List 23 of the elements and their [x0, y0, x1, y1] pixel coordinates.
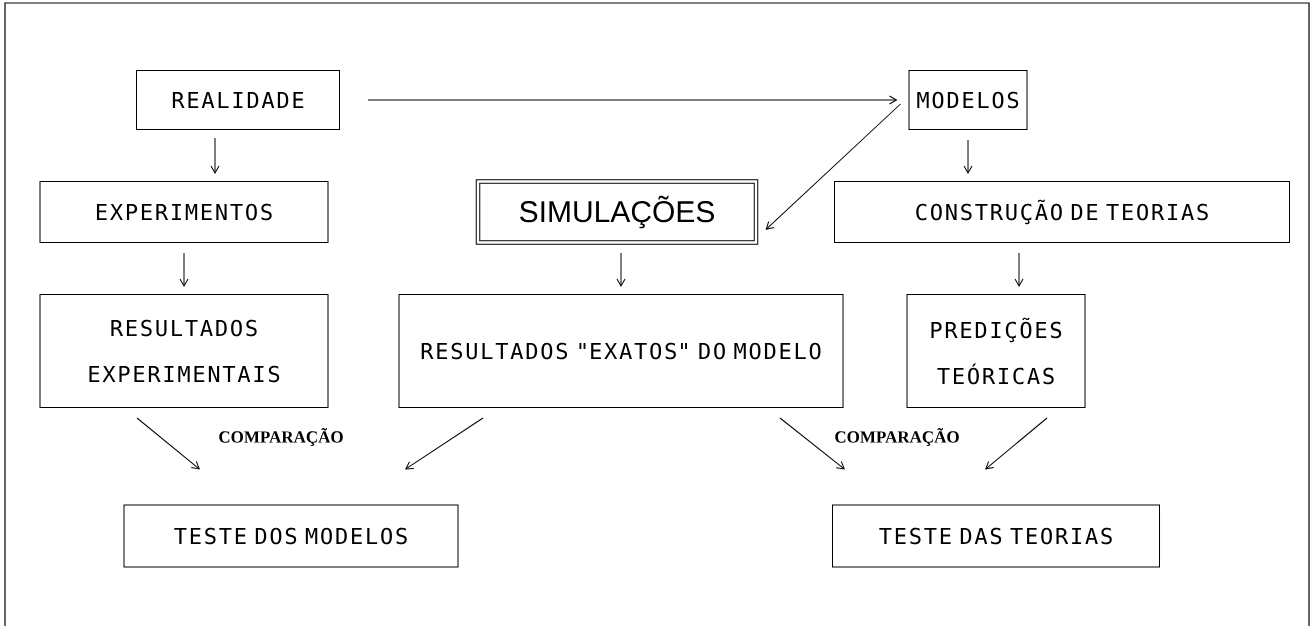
process-box: RESULTADOS EXPERIMENTAIS	[39, 294, 329, 408]
arrow	[765, 103, 901, 230]
arrow	[985, 417, 1048, 470]
process-box: TESTE DAS TEORIAS	[832, 504, 1160, 568]
process-box: MODELOS	[908, 70, 1028, 130]
arrow	[963, 139, 973, 174]
comparison-label: COMPARAÇÃO	[219, 427, 343, 447]
process-box: PREDIÇÕES TEÓRICAS	[906, 294, 1086, 408]
arrow	[779, 417, 845, 470]
arrow	[1014, 252, 1024, 287]
process-box: TESTE DOS MODELOS	[123, 504, 459, 568]
arrow	[367, 95, 897, 105]
highlighted-box: SIMULAÇÕES	[475, 179, 759, 245]
arrow	[616, 252, 626, 287]
process-box: EXPERIMENTOS	[39, 181, 329, 243]
process-box: RESULTADOS "EXATOS" DO MODELO	[398, 294, 844, 408]
arrow	[136, 417, 200, 470]
process-box: CONSTRUÇÃO DE TEORIAS	[834, 181, 1290, 243]
arrow	[405, 417, 484, 470]
arrow	[179, 252, 189, 287]
process-box: REALIDADE	[136, 70, 340, 130]
arrow	[210, 137, 220, 174]
comparison-label: COMPARAÇÃO	[835, 427, 959, 447]
